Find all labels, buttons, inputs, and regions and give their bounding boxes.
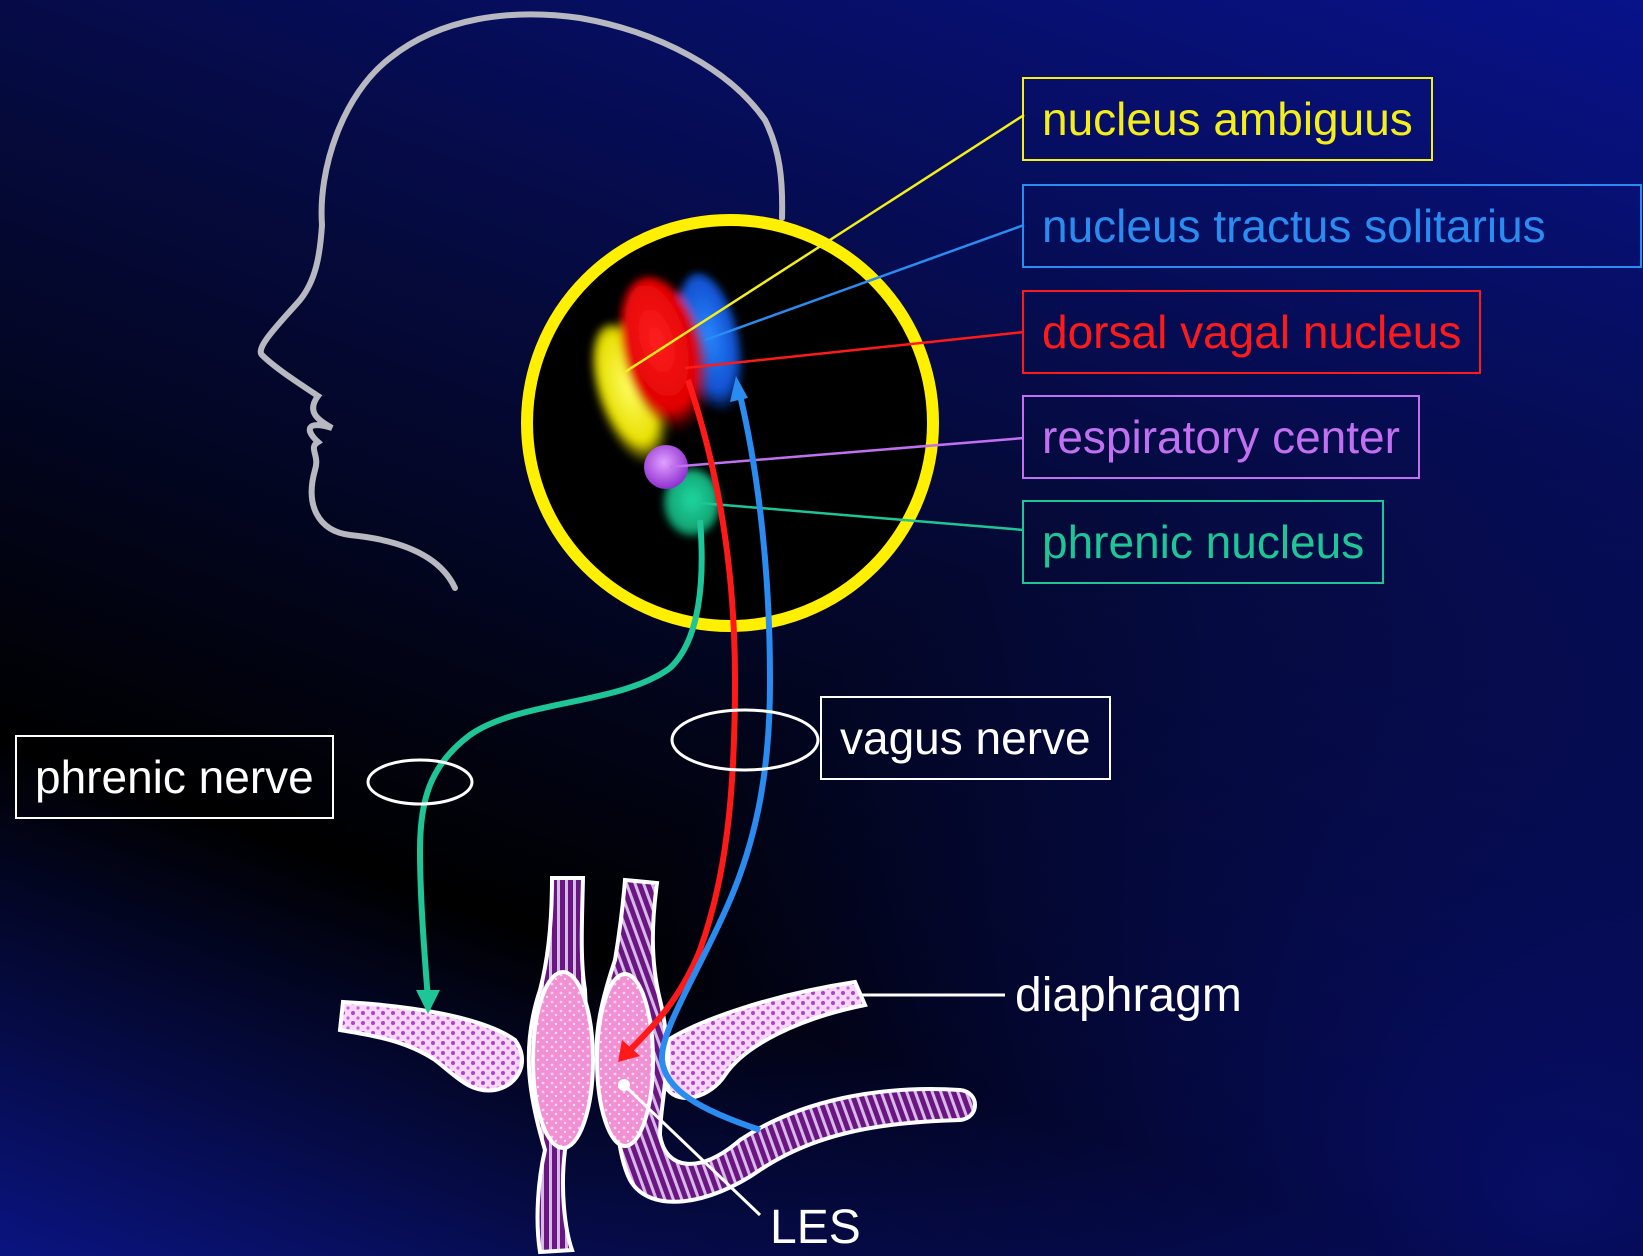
diaphragm-right bbox=[668, 982, 865, 1098]
label-vagus-nerve: vagus nerve bbox=[820, 696, 1111, 780]
vagus-nerve-bundle bbox=[672, 710, 818, 770]
label-phrenic-nucleus: phrenic nucleus bbox=[1022, 500, 1384, 584]
diaphragm-left bbox=[340, 1002, 522, 1091]
label-diaphragm: diaphragm bbox=[1015, 968, 1242, 1024]
label-dorsal-vagal-nucleus: dorsal vagal nucleus bbox=[1022, 290, 1481, 374]
label-nucleus-ambiguus: nucleus ambiguus bbox=[1022, 77, 1433, 161]
label-nucleus-tractus-solitarius: nucleus tractus solitarius bbox=[1022, 184, 1642, 268]
esophagus-left-muscle bbox=[533, 972, 593, 1148]
phrenic-nerve-bundle bbox=[368, 760, 472, 804]
label-les: LES bbox=[770, 1200, 861, 1256]
label-phrenic-nerve: phrenic nerve bbox=[15, 735, 334, 819]
label-respiratory-center: respiratory center bbox=[1022, 395, 1420, 479]
